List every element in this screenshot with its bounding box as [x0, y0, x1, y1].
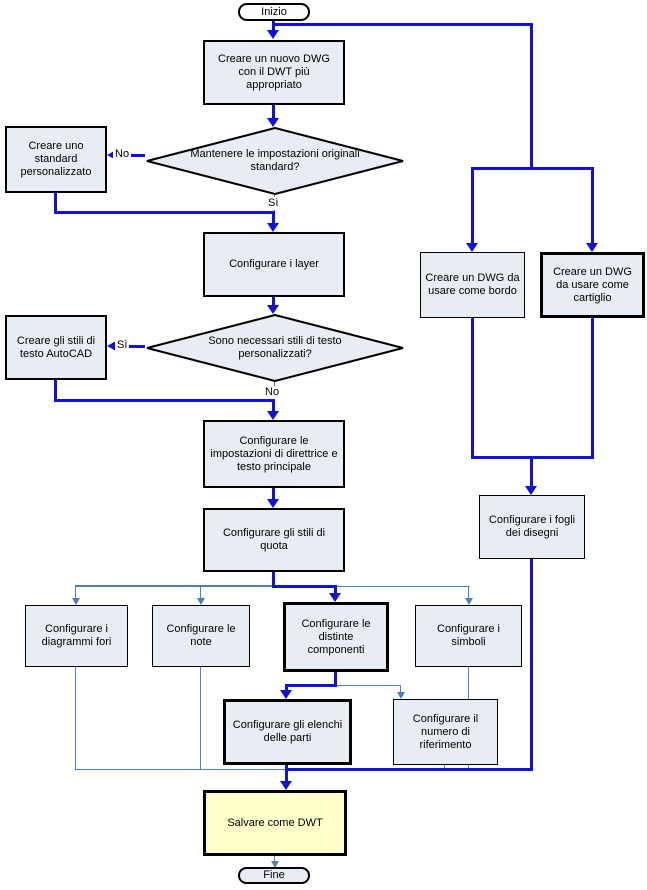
flow-line [468, 586, 469, 598]
flow-line [272, 399, 275, 411]
node-leader-text: Configurare le impostazioni di direttric… [203, 420, 345, 488]
node-bom: Configurare le distinte componenti [283, 602, 389, 672]
node-notes: Configurare le note [152, 605, 250, 667]
diamond-shape [146, 314, 404, 382]
edge-label-no: No [263, 386, 282, 399]
arrow-down-icon [72, 598, 80, 605]
node-new-dwg: Creare un nuovo DWG con il DWT più appro… [203, 40, 345, 105]
flow-line [530, 456, 533, 486]
arrow-down-icon [397, 692, 405, 699]
flow-line [54, 399, 275, 402]
arrow-down-icon [465, 598, 473, 605]
flow-line [75, 585, 275, 587]
arrow-down-icon [267, 499, 279, 508]
flow-line [272, 572, 275, 588]
flow-line [530, 23, 533, 170]
edge-label-no: No [113, 148, 132, 161]
node-layers: Configurare i layer [203, 232, 345, 297]
flow-line [591, 167, 594, 244]
arrow-left-icon [107, 150, 116, 160]
flow-line [272, 585, 337, 588]
flow-line [54, 211, 275, 214]
arrow-left-icon [107, 341, 116, 351]
flow-line [337, 685, 401, 686]
arrow-down-icon [271, 861, 279, 868]
flow-line [471, 167, 594, 170]
flow-line [75, 769, 287, 770]
arrow-down-icon [267, 223, 279, 232]
arrow-down-icon [267, 118, 279, 127]
flow-line [75, 667, 76, 770]
node-dim-styles: Configurare gli stili di quota [203, 508, 345, 572]
flow-line [75, 585, 76, 598]
flow-line [285, 684, 337, 687]
edge-label-yes: Sì [115, 339, 130, 352]
flow-line [272, 211, 275, 223]
arrow-down-icon [267, 305, 279, 314]
flow-line [334, 672, 337, 687]
flow-line [400, 685, 401, 692]
arrow-down-icon [466, 243, 478, 252]
edge-label-yes: Sì [266, 197, 281, 210]
node-hole-charts: Configurare i diagrammi fori [25, 605, 128, 667]
flow-line [591, 318, 594, 459]
arrow-down-icon [197, 598, 205, 605]
arrow-down-icon [525, 486, 537, 495]
arrow-down-icon [586, 243, 598, 252]
node-text-styles: Creare gli stili di testo AutoCAD [5, 315, 107, 380]
node-start: Inizio [238, 3, 310, 21]
node-symbols: Configurare i simboli [415, 605, 522, 667]
decision-keep-standard: Mantenere le impostazioni originali stan… [145, 127, 405, 195]
node-balloons: Configurare il numero di riferimento [393, 699, 498, 765]
flow-line [337, 586, 470, 587]
flow-line [272, 21, 275, 34]
node-titleblock-dwg: Creare un DWG da usare come cartiglio [540, 252, 645, 318]
flow-line [273, 23, 533, 26]
arrow-down-icon [267, 411, 279, 420]
flow-line [54, 380, 57, 402]
flow-line [272, 488, 275, 500]
node-save-dwt: Salvare come DWT [203, 790, 347, 856]
flow-line [285, 684, 288, 691]
node-border-dwg: Creare un DWG da usare come bordo [420, 252, 525, 318]
flow-line [444, 765, 445, 770]
node-parts-lists: Configurare gli elenchi delle parti [223, 699, 352, 765]
flow-line [54, 193, 57, 214]
flow-line [272, 297, 275, 306]
flow-line [272, 105, 275, 118]
decision-text-styles: Sono necessari stili di testo personaliz… [145, 314, 405, 382]
node-sheets: Configurare i fogli dei disegni [479, 495, 585, 559]
arrow-down-icon [267, 30, 279, 39]
node-end: Fine [238, 867, 310, 884]
flow-line [114, 345, 145, 348]
decision-label: Sono necessari stili di testo personaliz… [208, 335, 342, 360]
arrow-down-icon [329, 593, 341, 602]
node-custom-standard: Creare uno standard personalizzato [5, 126, 107, 193]
arrow-down-icon [280, 690, 292, 699]
arrow-down-icon [280, 781, 292, 790]
flow-line [200, 667, 201, 770]
flow-line [274, 856, 275, 862]
diamond-shape [146, 127, 404, 195]
flow-line [200, 585, 201, 598]
flow-line [471, 318, 474, 459]
flow-line [285, 765, 288, 782]
flow-line [334, 585, 337, 594]
decision-label: Mantenere le impostazioni originali stan… [190, 148, 360, 173]
flow-line [530, 559, 533, 771]
flow-line [285, 768, 533, 771]
flow-line [471, 167, 474, 244]
